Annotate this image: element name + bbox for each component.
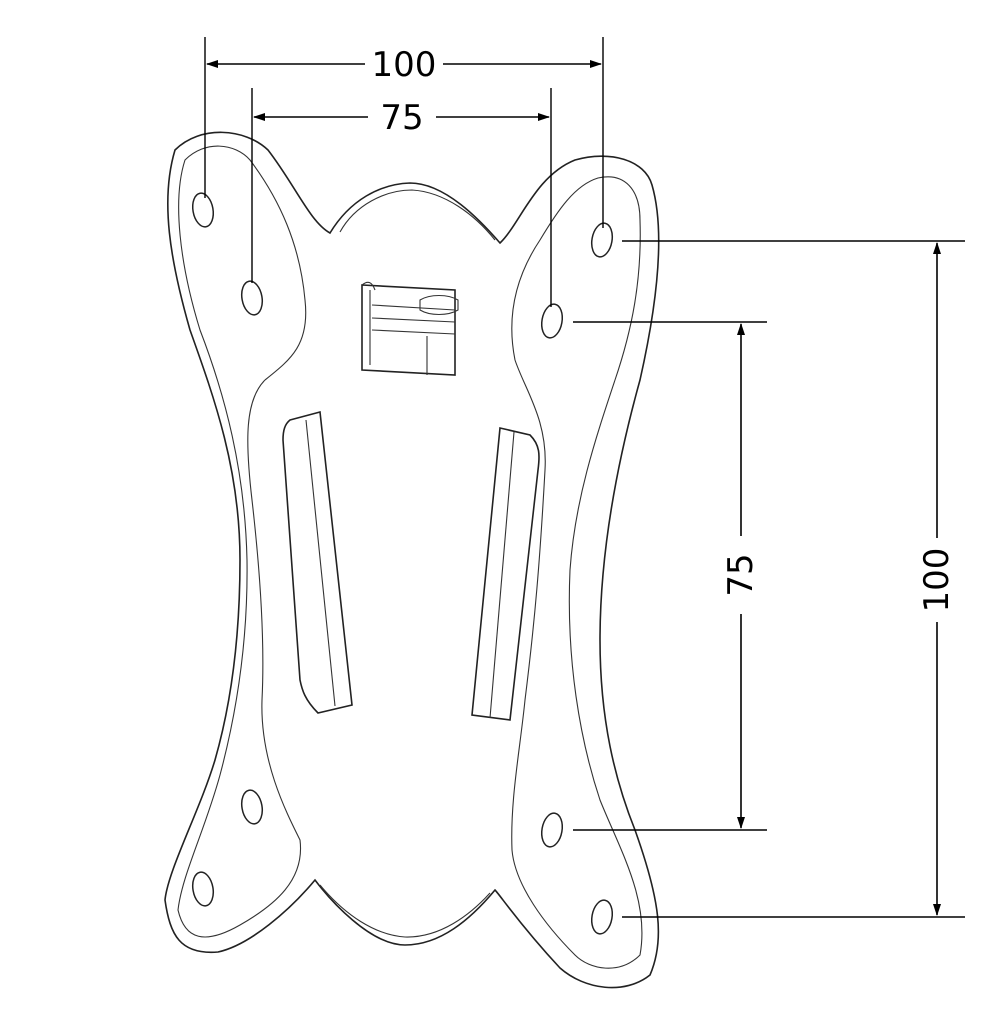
dimension-horizontal-75: 75 bbox=[251, 88, 552, 307]
dimension-horizontal-100: 100 bbox=[204, 37, 604, 228]
right-slot bbox=[471, 427, 540, 721]
mounting-plate bbox=[164, 131, 660, 989]
hole-bottom-left-100 bbox=[191, 871, 215, 907]
dimension-vertical-75: 75 bbox=[573, 321, 767, 831]
dimension-label-vertical-75: 75 bbox=[721, 553, 761, 596]
dimension-label-vertical-100: 100 bbox=[917, 548, 957, 613]
center-clip bbox=[361, 281, 459, 376]
dimension-vertical-100: 100 bbox=[622, 240, 965, 918]
hole-top-left-100 bbox=[191, 192, 215, 228]
dimension-label-horizontal-75: 75 bbox=[380, 98, 423, 138]
hole-top-right-75 bbox=[540, 303, 564, 339]
hole-top-left-75 bbox=[240, 280, 264, 316]
hole-top-right-100 bbox=[590, 222, 614, 258]
hole-bottom-right-100 bbox=[590, 899, 614, 935]
left-slot bbox=[282, 410, 353, 714]
hole-bottom-right-75 bbox=[540, 812, 564, 848]
hole-bottom-left-75 bbox=[240, 789, 264, 825]
dimension-label-horizontal-100: 100 bbox=[372, 45, 437, 85]
